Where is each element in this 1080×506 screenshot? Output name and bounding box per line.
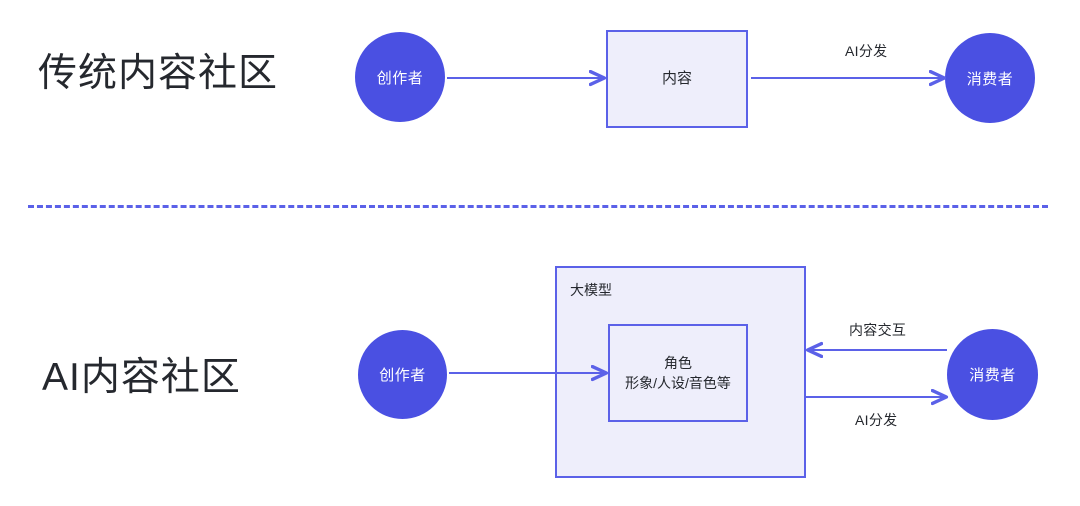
edge-label-ai-distribution-ai: AI分发 [855,412,898,428]
node-creator-ai-label: 创作者 [379,367,426,384]
section-title-traditional: 传统内容社区 [38,52,279,95]
node-creator-traditional[interactable]: 创作者 [355,32,445,122]
node-role-box[interactable]: 角色 形象/人设/音色等 [608,324,748,422]
node-creator-traditional-label: 创作者 [376,69,424,87]
node-role-label-secondary: 形象/人设/音色等 [625,375,731,391]
node-content-label: 内容 [661,70,692,88]
node-consumer-ai[interactable]: 消费者 [947,329,1038,420]
section-divider [28,205,1048,208]
edge-label-ai-distribution-traditional: AI分发 [845,43,888,59]
node-role-label-primary: 角色 [664,354,692,371]
node-creator-ai[interactable]: 创作者 [358,330,447,419]
edge-label-content-interaction: 内容交互 [849,322,907,338]
section-title-ai: AI内容社区 [42,356,241,399]
node-consumer-ai-label: 消费者 [969,367,1016,384]
node-consumer-traditional[interactable]: 消费者 [945,33,1035,123]
node-bigmodel-label: 大模型 [570,282,612,298]
node-content-box[interactable]: 内容 [606,30,748,128]
node-consumer-traditional-label: 消费者 [966,70,1014,88]
